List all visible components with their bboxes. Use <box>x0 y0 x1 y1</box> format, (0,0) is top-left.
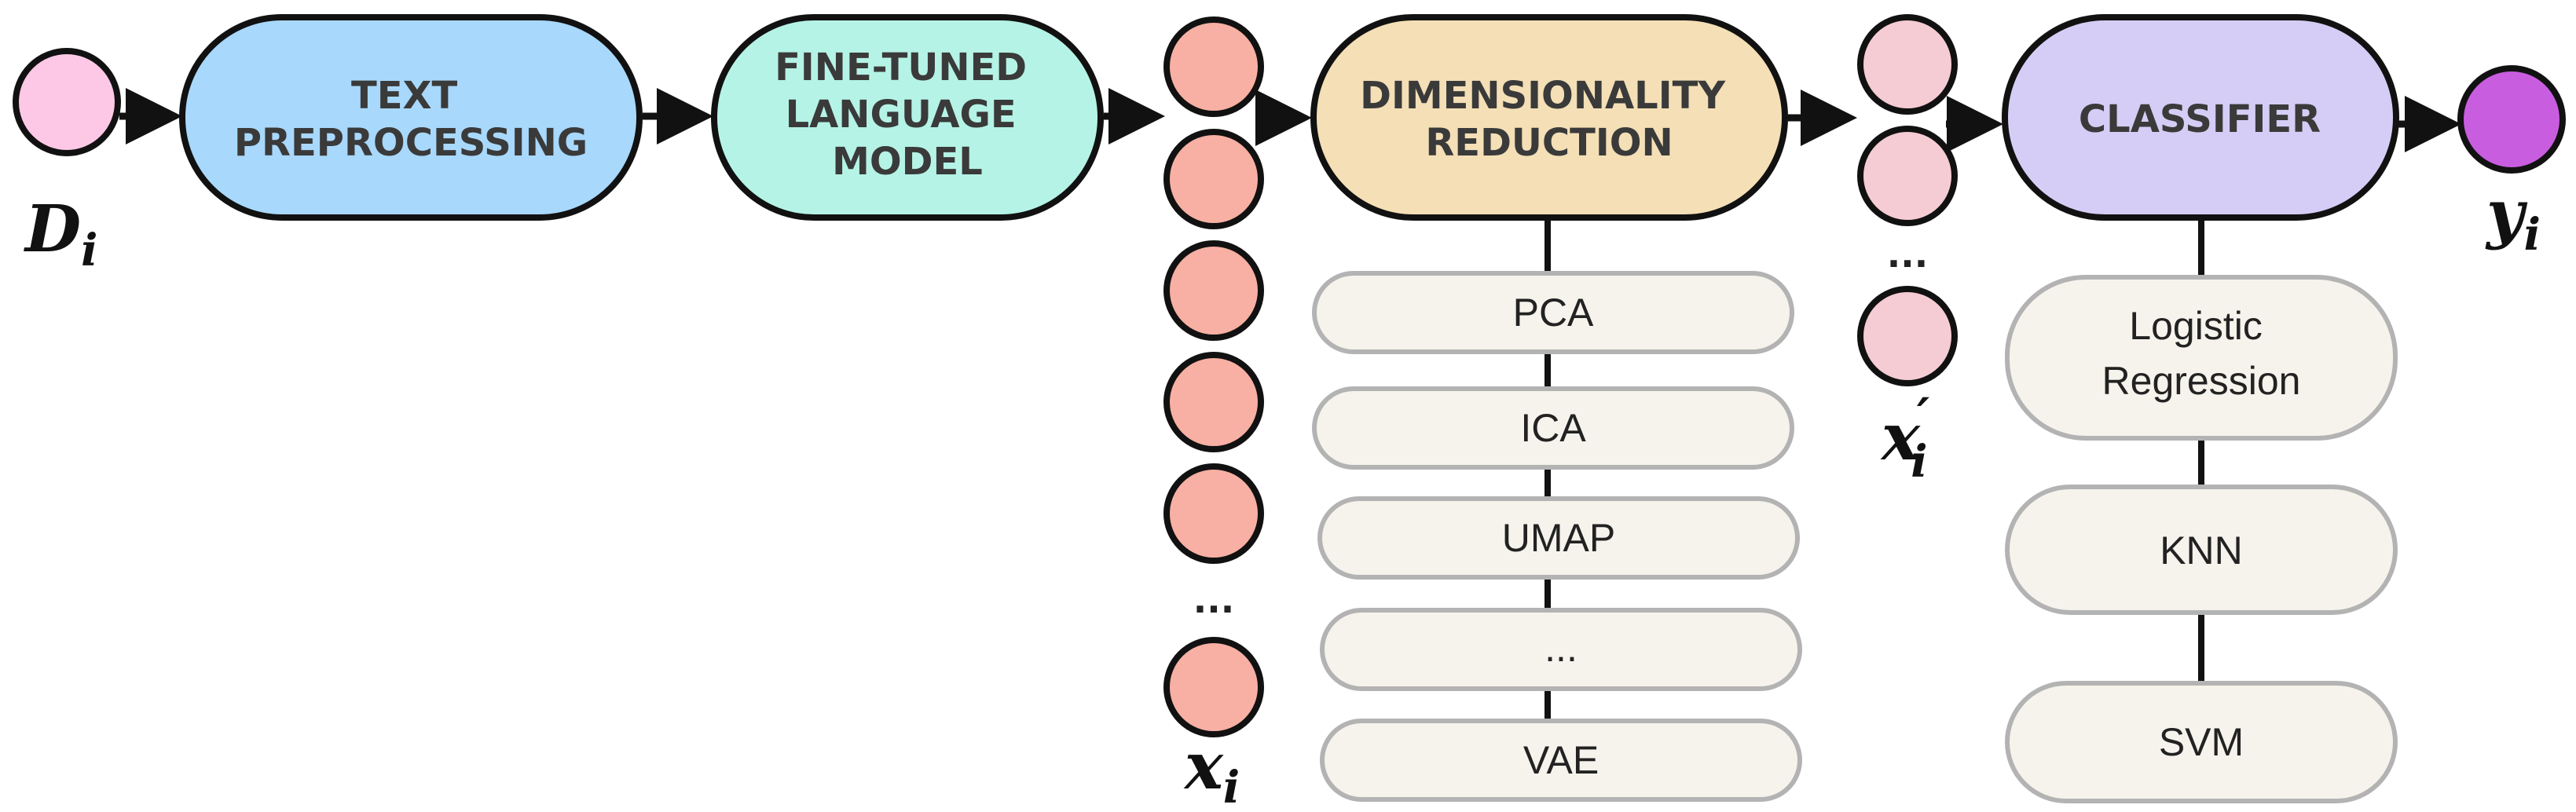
embedding-ellipsis: ... <box>1193 579 1234 621</box>
reduction-method-pca: PCA <box>1513 291 1594 335</box>
dimensionality-reduction-line-1: DIMENSIONALITY <box>1360 74 1726 118</box>
language-model-line-2: LANGUAGE <box>786 93 1017 137</box>
text-preprocessing-line-1: TEXT <box>351 74 458 118</box>
classifier-method-logistic-line-1: Logistic <box>2129 304 2263 348</box>
svg-text:Logistic Regression: Logistic Regression <box>2102 304 2301 403</box>
output-label: yi <box>2485 176 2541 261</box>
reduced-ellipsis: ... <box>1887 233 1928 276</box>
embedding-node <box>1163 352 1264 452</box>
classifier-method-knn: KNN <box>2160 529 2243 572</box>
reduction-method-box <box>1320 608 1802 691</box>
svg-text:FINE-TUNED LANGUAGE MO: FINE-TUNED LANGUAGE MODEL <box>775 46 1040 184</box>
svg-text:DIMENSIONALITY REDUCTION: DIMENSIONALITY REDUCTION <box>1360 74 1739 165</box>
svg-text:TEXT PREPROCESSING: TEXT PREPROCESSING <box>234 74 588 165</box>
input-label: Di <box>24 192 97 276</box>
classifier-method-box <box>2005 275 2398 441</box>
embedding-node <box>1163 240 1264 341</box>
reduced-node <box>1857 286 1958 386</box>
text-preprocessing-stage <box>179 14 643 221</box>
reduction-method-ica: ICA <box>1520 406 1586 450</box>
reduction-method-box <box>1320 719 1802 802</box>
classifier-method-box <box>2005 681 2398 803</box>
input-node <box>13 48 121 156</box>
embedding-node <box>1163 16 1264 117</box>
classifier-method-box <box>2005 485 2398 615</box>
embedding-label: xi <box>1183 729 1240 812</box>
output-node <box>2457 65 2566 174</box>
dimensionality-reduction-stage <box>1310 14 1788 221</box>
reduction-method-box <box>1312 271 1794 354</box>
reduced-node <box>1857 14 1958 115</box>
classifier-stage <box>2002 14 2399 221</box>
embedding-node <box>1163 129 1264 229</box>
reduction-method-umap: UMAP <box>1502 516 1615 560</box>
reduced-label: x′i <box>1880 387 1929 488</box>
dimensionality-reduction-line-2: REDUCTION <box>1425 121 1673 165</box>
reduction-method-box <box>1317 496 1800 580</box>
embedding-node <box>1163 637 1264 737</box>
embedding-node <box>1163 463 1264 564</box>
language-model-line-1: FINE-TUNED <box>775 46 1027 90</box>
classifier-method-svm: SVM <box>2159 720 2244 764</box>
reduction-method-ellipsis: ... <box>1545 626 1577 670</box>
classifier-method-logistic-line-2: Regression <box>2102 359 2301 403</box>
reduced-node <box>1857 126 1958 226</box>
reduction-method-box <box>1312 386 1794 470</box>
classifier-label: CLASSIFIER <box>2079 97 2321 141</box>
reduction-method-vae: VAE <box>1523 738 1599 782</box>
language-model-stage <box>711 14 1104 221</box>
language-model-line-3: MODEL <box>832 140 983 184</box>
text-preprocessing-line-2: PREPROCESSING <box>234 121 588 165</box>
